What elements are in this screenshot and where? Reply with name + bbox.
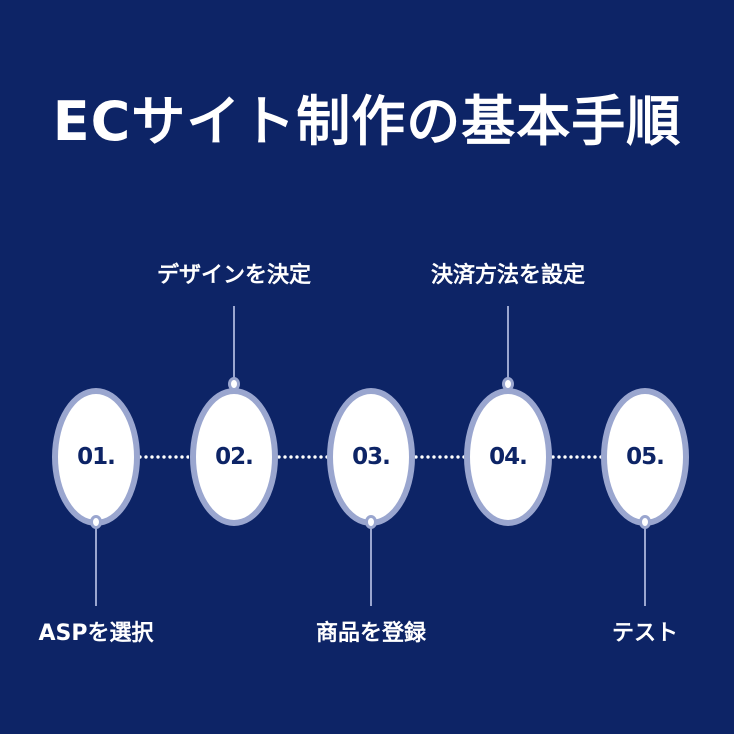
connector-1-2 <box>137 454 189 460</box>
step-1-knob <box>90 515 102 529</box>
step-3-label: 商品を登録 <box>315 621 426 646</box>
step-4-number: 04. <box>489 444 528 470</box>
step-3-knob <box>365 515 377 529</box>
connector-3-4 <box>413 454 465 460</box>
step-1-circle: 01. <box>52 388 140 526</box>
step-4-stem <box>507 306 509 380</box>
step-2-stem <box>233 306 235 380</box>
connector-4-5 <box>550 454 602 460</box>
step-5-knob <box>639 515 651 529</box>
step-3-circle: 03. <box>327 388 415 526</box>
step-2-circle: 02. <box>190 388 278 526</box>
connector-2-3 <box>276 454 328 460</box>
step-1-stem <box>95 528 97 606</box>
step-3-stem <box>370 528 372 606</box>
step-2-number: 02. <box>215 444 254 470</box>
page-title: ECサイト制作の基本手順 <box>52 90 682 153</box>
step-1-number: 01. <box>77 444 116 470</box>
step-4-circle: 04. <box>464 388 552 526</box>
step-4-knob <box>502 377 514 391</box>
step-1-label: ASPを選択 <box>38 621 154 646</box>
step-5-stem <box>644 528 646 606</box>
step-2-label: デザインを決定 <box>156 263 311 288</box>
step-5-number: 05. <box>626 444 665 470</box>
step-5-label: テスト <box>611 621 678 646</box>
step-2-knob <box>228 377 240 391</box>
step-5-circle: 05. <box>601 388 689 526</box>
step-3-number: 03. <box>352 444 391 470</box>
step-4-label: 決済方法を設定 <box>430 263 585 288</box>
